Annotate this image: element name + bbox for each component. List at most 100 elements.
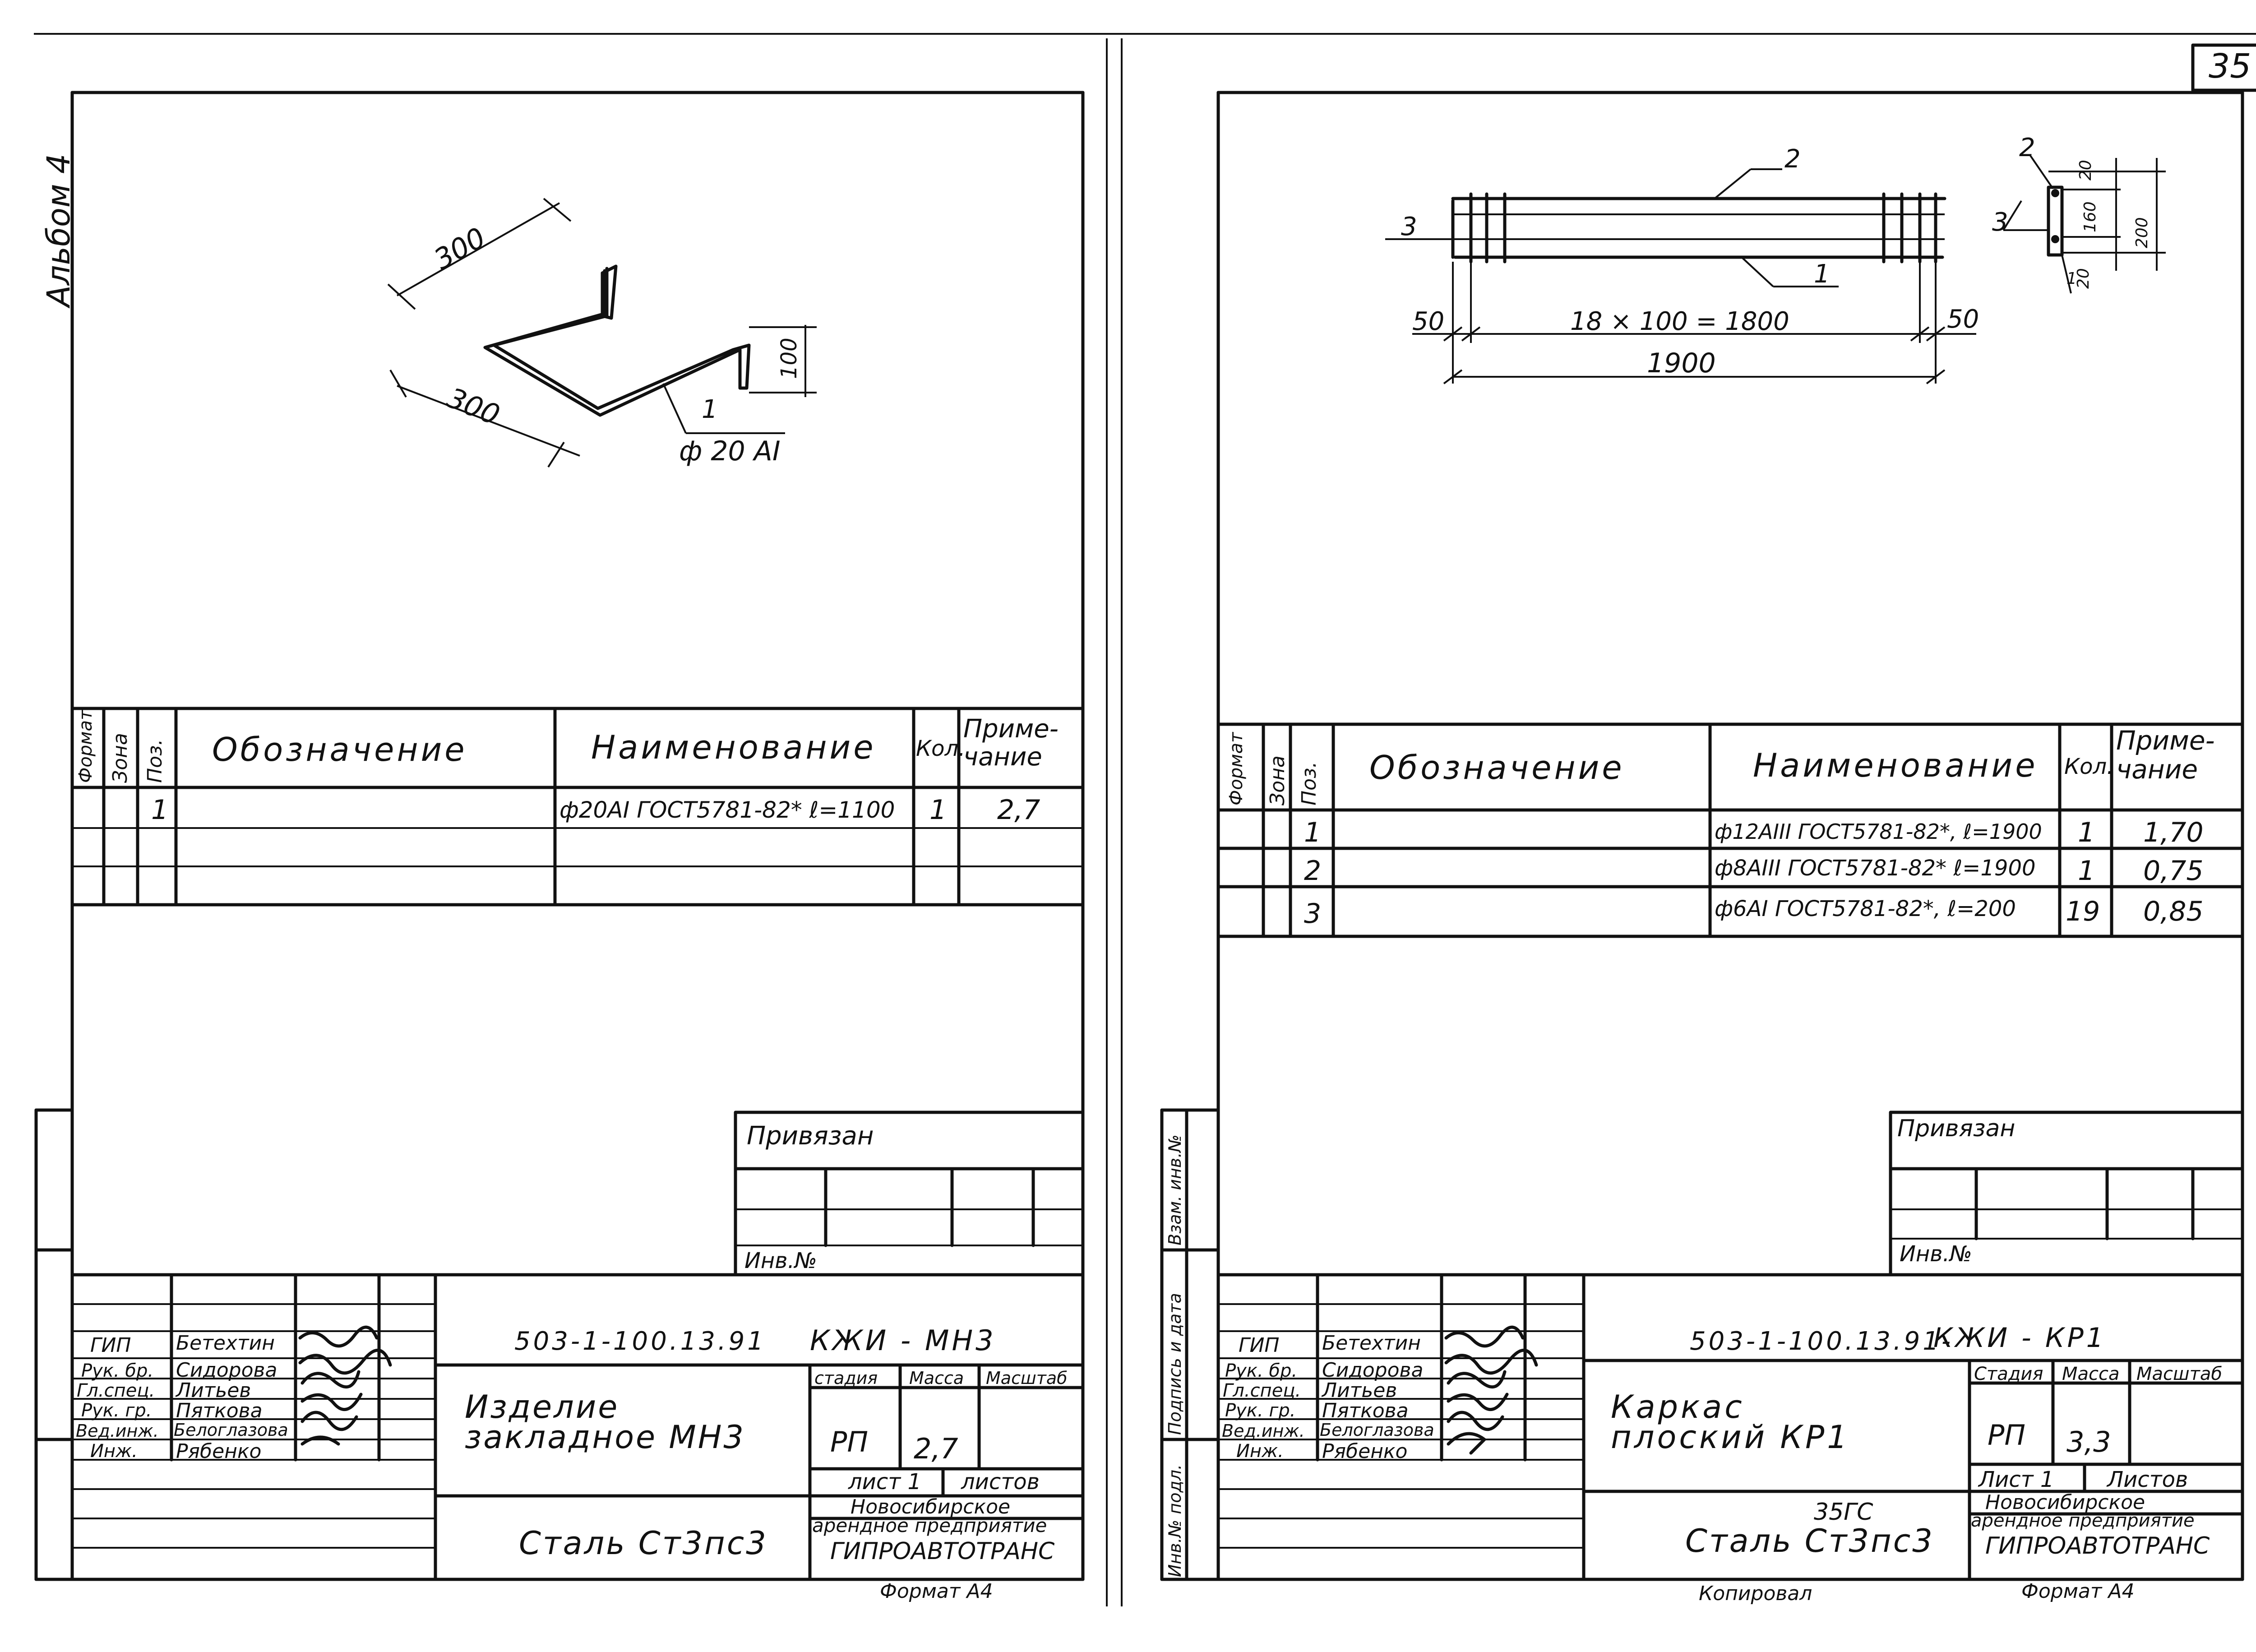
- right-tb-code: 503-1-100.13.91-: [1690, 1327, 1954, 1356]
- section-dim-mid: 160: [2081, 201, 2099, 232]
- right-hdr-pos: Поз.: [1298, 761, 1321, 805]
- section-bar-bottom: [2051, 235, 2059, 243]
- left-hdr-name: Наименование: [591, 728, 876, 766]
- right-tb-code-suffix: КЖИ - КР1: [1933, 1322, 2106, 1354]
- right-name-5: Рябенко: [1322, 1440, 1408, 1463]
- right-row-1-note: 1,70: [2143, 817, 2204, 848]
- right-row-1-name: ф12АIII ГОСТ5781-82*, ℓ=1900: [1715, 819, 2042, 844]
- right-sheet-lines: [1160, 91, 2244, 1581]
- right-format: Формат А4: [2021, 1580, 2135, 1603]
- right-hdr-zone: Зона: [1266, 755, 1289, 805]
- right-stage: РП: [1988, 1419, 2026, 1452]
- right-row-2-qty: 1: [2078, 855, 2095, 887]
- right-row-2-pos: 2: [1304, 855, 1322, 887]
- right-dim-total: 1900: [1647, 347, 1716, 379]
- right-role-2: Гл.спец.: [1223, 1380, 1301, 1401]
- right-sheet-label: Лист 1: [1979, 1467, 2054, 1492]
- left-hdr-zone: Зона: [109, 733, 132, 783]
- right-hdr-format: Формат: [1226, 732, 1247, 805]
- page-number-box: [2191, 43, 2256, 92]
- left-hdr-note: Приме- чание: [963, 714, 1059, 772]
- left-item-title: Изделие закладное МН3: [465, 1388, 745, 1456]
- right-name-0: Бетехтин: [1322, 1332, 1421, 1355]
- right-row-3-qty: 19: [2066, 896, 2100, 927]
- right-mass-label: Масса: [2062, 1364, 2120, 1384]
- left-role-1: Рук. бр.: [81, 1360, 154, 1381]
- right-name-4: Белоглазова: [1320, 1420, 1434, 1440]
- right-hdr-designation: Обозначение: [1369, 749, 1625, 787]
- left-role-3: Рук. гр.: [81, 1400, 152, 1421]
- side-label-podpis: Подпись и дата: [1165, 1293, 1185, 1435]
- right-org-2: арендное предприятие: [1971, 1510, 2195, 1531]
- section-leader-3: 3: [1992, 208, 2008, 237]
- section-dim-total: 200: [2133, 217, 2151, 248]
- left-stage-label: стадия: [814, 1368, 878, 1388]
- side-label-vzam: Взам. инв.№: [1165, 1134, 1185, 1245]
- section-dim-top: 20: [2076, 160, 2095, 180]
- left-role-5: Инж.: [90, 1441, 138, 1462]
- right-signatures: [1444, 1325, 1538, 1455]
- left-name-4: Белоглазова: [174, 1420, 288, 1440]
- right-row-3-pos: 3: [1304, 898, 1322, 930]
- left-name-0: Бетехтин: [176, 1332, 275, 1355]
- left-mass-label: Масса: [909, 1368, 964, 1388]
- section-leader-2: 2: [2019, 133, 2035, 162]
- right-org-1: Новосибирское: [1985, 1491, 2145, 1514]
- left-material: Сталь Ст3пс3: [519, 1525, 768, 1562]
- left-signatures: [298, 1325, 392, 1446]
- left-leader-1: 1: [702, 395, 718, 424]
- left-tb-code: 503-1-100.13.91: [514, 1327, 766, 1356]
- right-dim-left: 50: [1412, 307, 1445, 336]
- right-leader-3: 3: [1401, 212, 1417, 241]
- right-row-1-pos: 1: [1304, 817, 1322, 848]
- right-dim-right: 50: [1947, 305, 1979, 334]
- left-row-qty: 1: [929, 794, 947, 826]
- left-row-pos: 1: [151, 794, 169, 826]
- left-org-1: Новосибирское: [851, 1495, 1011, 1518]
- right-row-3-note: 0,85: [2143, 896, 2204, 927]
- left-org-2: арендное предприятие: [812, 1514, 1047, 1536]
- right-sheets-label: Листов: [2107, 1467, 2188, 1492]
- left-privyazan: Привязан: [747, 1121, 874, 1151]
- left-role-4: Вед.инж.: [76, 1421, 159, 1441]
- left-sheet-label: лист 1: [848, 1469, 922, 1495]
- right-hdr-note: Приме- чание: [2116, 725, 2215, 785]
- left-bar-spec: ф 20 АI: [679, 435, 781, 467]
- right-role-4: Вед.инж.: [1222, 1421, 1305, 1441]
- right-stage-label: Стадия: [1974, 1364, 2043, 1384]
- right-row-2-note: 0,75: [2143, 855, 2204, 887]
- left-inv-no: Инв.№: [744, 1248, 817, 1273]
- right-inv-no: Инв.№: [1900, 1241, 1972, 1267]
- left-hdr-pos: Поз.: [143, 739, 166, 783]
- page-number: 35: [2209, 47, 2251, 86]
- left-mass: 2,7: [914, 1432, 958, 1465]
- album-label: Альбом 4: [40, 153, 77, 307]
- right-privyazan: Привязан: [1897, 1115, 2016, 1142]
- left-stage: РП: [830, 1425, 869, 1458]
- left-row-note: 2,7: [997, 794, 1040, 826]
- left-name-5: Рябенко: [176, 1440, 262, 1463]
- left-dim-height: 100: [777, 338, 802, 379]
- right-material: Сталь Ст3пс3: [1685, 1522, 1934, 1559]
- left-scale-label: Масштаб: [986, 1368, 1068, 1388]
- right-leader-1: 1: [1814, 259, 1830, 289]
- left-name-1: Сидорова: [176, 1359, 277, 1382]
- left-name-3: Пяткова: [176, 1399, 263, 1422]
- left-hdr-format: Формат: [75, 709, 96, 783]
- right-org-3: ГИПРОАВТОТРАНС: [1985, 1532, 2210, 1559]
- right-name-2: Литьев: [1322, 1379, 1397, 1402]
- left-hdr-qty: Кол.: [916, 736, 966, 761]
- left-tb-code-suffix: КЖИ - МН3: [810, 1324, 996, 1357]
- left-role-0: ГИП: [90, 1334, 131, 1357]
- right-leader-2: 2: [1784, 144, 1801, 174]
- right-row-1-qty: 1: [2078, 817, 2095, 848]
- right-copied: Копировал: [1699, 1582, 1812, 1605]
- left-org-3: ГИПРОАВТОТРАНС: [830, 1538, 1055, 1565]
- right-role-5: Инж.: [1236, 1441, 1284, 1462]
- right-hdr-qty: Кол.: [2064, 754, 2114, 779]
- right-hdr-name: Наименование: [1753, 746, 2038, 784]
- left-sheet-lines: [34, 91, 1085, 1581]
- left-name-2: Литьев: [176, 1379, 251, 1402]
- section-bar-top: [2051, 189, 2059, 197]
